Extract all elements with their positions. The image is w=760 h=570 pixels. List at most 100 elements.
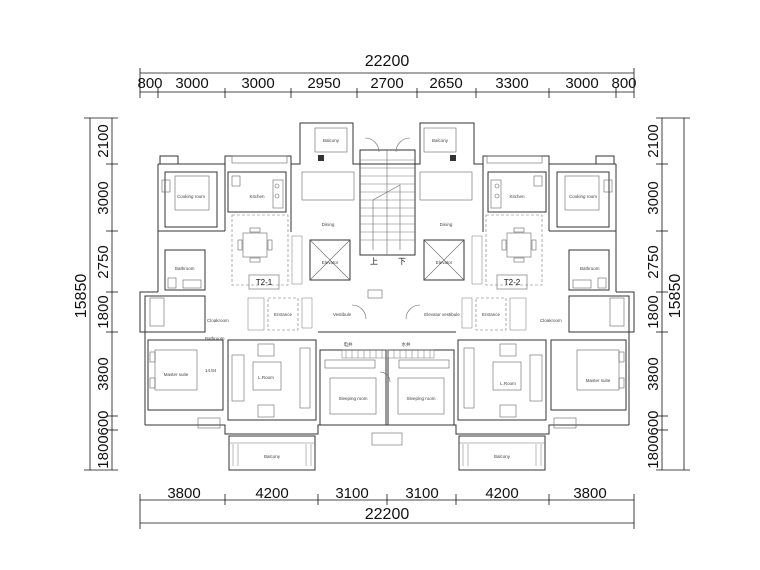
bathroom-left-label-2: Bathroom bbox=[205, 336, 225, 341]
top-dim-3: 3000 bbox=[241, 75, 274, 92]
door-swing-icon bbox=[395, 137, 411, 153]
left-dim-4: 1800 bbox=[95, 295, 112, 328]
stair-up-label: 上 bbox=[370, 257, 378, 266]
door-swing-icon bbox=[351, 304, 367, 320]
nightstand-icon bbox=[161, 179, 171, 193]
left-dim-2: 3000 bbox=[95, 181, 112, 214]
unit-left: Cooking room Kitchen Dining Elevator T2-… bbox=[144, 155, 387, 471]
wardrobe-icon bbox=[398, 359, 450, 369]
dining-label-left: Dining bbox=[322, 222, 335, 227]
living-room-left-label: L.Room bbox=[258, 375, 274, 380]
door-swing-icon bbox=[379, 371, 391, 383]
tv-cabinet-icon bbox=[299, 347, 311, 409]
elevator-right-label: Elevator bbox=[436, 260, 453, 265]
dining-label-right: Dining bbox=[440, 222, 453, 227]
balcony-bottom-right-label: Balcony bbox=[494, 454, 511, 459]
left-total-dimension: 15850 bbox=[73, 274, 90, 319]
cabinet-icon bbox=[553, 417, 577, 429]
elevator-left-label: Elevator bbox=[322, 260, 339, 265]
bathroom-right-label: Bathroom bbox=[580, 266, 600, 271]
column-icon bbox=[318, 155, 324, 161]
bottom-dimension-chain: 3800 4200 3100 3100 4200 3800 22200 bbox=[139, 485, 635, 529]
unit-tag-left: T2-1 bbox=[256, 278, 273, 287]
right-dim-3: 2750 bbox=[645, 245, 662, 278]
cloakroom-right-label: Cloakroom bbox=[540, 318, 562, 323]
door-swing-icon bbox=[405, 304, 421, 320]
bed-icon bbox=[564, 175, 600, 211]
kitchen-right bbox=[487, 171, 547, 213]
bathroom-right bbox=[568, 249, 610, 291]
master-suite-right-label: Master suite bbox=[586, 378, 611, 383]
toilet-icon bbox=[167, 277, 177, 289]
cabinet-icon bbox=[231, 155, 288, 164]
stove-icon bbox=[494, 183, 500, 199]
elevator-left bbox=[309, 239, 351, 281]
door-swing-icon bbox=[364, 137, 380, 153]
bottom-dim-6: 3800 bbox=[573, 485, 606, 502]
living-room-right-label: L.Room bbox=[500, 381, 516, 386]
sink-icon bbox=[572, 279, 592, 289]
dining-table-icon bbox=[501, 227, 537, 263]
tv-cabinet-icon bbox=[463, 347, 475, 409]
duct-icon bbox=[367, 289, 383, 299]
toilet-icon bbox=[609, 297, 625, 327]
stair-down-label: 下 bbox=[398, 257, 406, 266]
cooking-room-right-center bbox=[419, 171, 473, 201]
cloakroom-left-label: Cloakroom bbox=[207, 318, 229, 323]
wardrobe-icon bbox=[324, 359, 376, 369]
bottom-dim-4: 3100 bbox=[405, 485, 438, 502]
dining-table-icon bbox=[237, 227, 273, 263]
right-dim-2: 3000 bbox=[645, 181, 662, 214]
balcony-top-left-label: Balcony bbox=[323, 138, 340, 143]
left-dim-1: 2100 bbox=[95, 124, 112, 157]
right-total-dimension: 15850 bbox=[667, 274, 684, 319]
sofa-icon bbox=[231, 343, 282, 418]
entrance-left-label: Entrance bbox=[274, 312, 293, 317]
left-dim-7: 1800 bbox=[95, 435, 112, 468]
top-dim-7: 3300 bbox=[495, 75, 528, 92]
balcony-top-right-label: Balcony bbox=[432, 138, 449, 143]
fridge-icon bbox=[533, 175, 543, 187]
bed-icon bbox=[576, 349, 620, 391]
balcony-bottom-right bbox=[458, 435, 546, 471]
kitchen-right-label: Kitchen bbox=[509, 194, 525, 199]
left-dim-6: 600 bbox=[95, 410, 112, 435]
center-core bbox=[341, 304, 435, 446]
cooking-room-left-center bbox=[301, 171, 355, 201]
master-area-label: 14.84 bbox=[205, 368, 217, 373]
ac-unit-icon bbox=[371, 432, 403, 446]
balcony-bottom-left-label: Balcony bbox=[264, 454, 281, 459]
top-dim-6: 2650 bbox=[429, 75, 462, 92]
bottom-dim-5: 4200 bbox=[485, 485, 518, 502]
cooking-room-right bbox=[556, 171, 610, 228]
toilet-icon bbox=[149, 297, 165, 327]
top-dim-9: 800 bbox=[611, 75, 636, 92]
bed-icon bbox=[329, 377, 377, 415]
bottom-dim-1: 3800 bbox=[167, 485, 200, 502]
sleeping-room-right-label: Sleeping room bbox=[406, 396, 435, 401]
top-dim-1: 800 bbox=[137, 75, 162, 92]
cooking-room-left bbox=[164, 171, 218, 228]
right-dim-6: 600 bbox=[645, 410, 662, 435]
elevator-right bbox=[423, 239, 465, 281]
sink-icon bbox=[182, 279, 202, 289]
stair-arrow-icon bbox=[372, 184, 401, 250]
kitchen-left bbox=[227, 171, 287, 213]
counter-icon bbox=[490, 179, 502, 209]
right-dim-7: 1800 bbox=[645, 435, 662, 468]
right-dim-5: 3800 bbox=[645, 357, 662, 390]
cooking-room-left-label: Cooking room bbox=[177, 194, 205, 199]
right-dim-4: 1800 bbox=[645, 295, 662, 328]
entrance-right-label: Entrance bbox=[482, 312, 501, 317]
master-suite-right bbox=[550, 339, 627, 411]
top-dim-4: 2950 bbox=[307, 75, 340, 92]
sofa-icon bbox=[492, 343, 543, 418]
master-suite-left-label: Master suite bbox=[164, 372, 189, 377]
right-dimension-chain: 2100 3000 2750 1800 3800 600 1800 15850 bbox=[645, 117, 690, 471]
bottom-total-dimension: 22200 bbox=[365, 506, 410, 523]
cabinet-icon bbox=[486, 155, 543, 164]
top-total-dimension: 22200 bbox=[365, 53, 410, 70]
kitchen-left-label: Kitchen bbox=[249, 194, 265, 199]
top-dim-8: 3000 bbox=[565, 75, 598, 92]
